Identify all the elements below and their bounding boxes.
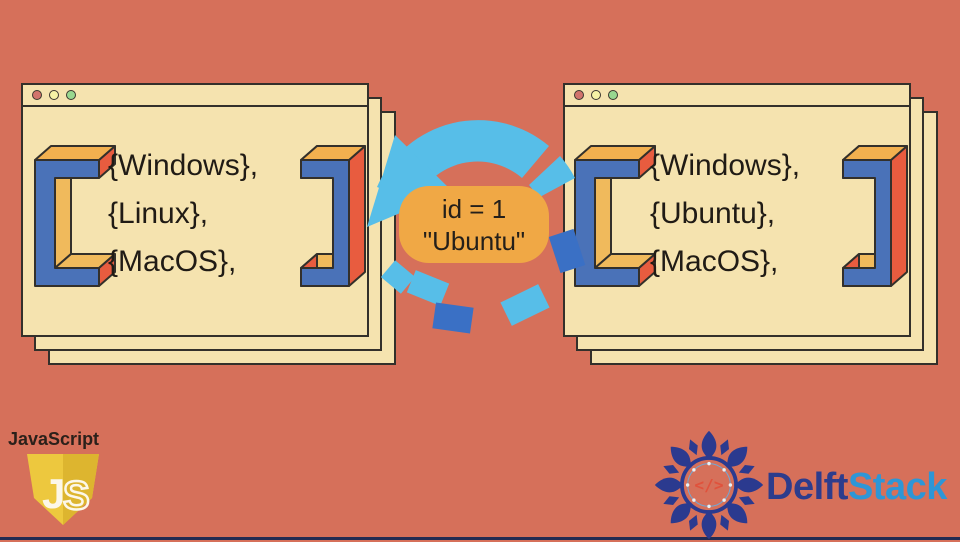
code-symbol: </> [694, 476, 723, 495]
right-window-stack: {Windows}, {Ubuntu}, {MacOS}, [563, 83, 943, 369]
badge-line-value: "Ubuntu" [422, 225, 526, 256]
code-line: {Linux}, [108, 197, 209, 230]
traffic-light-close-icon [32, 90, 42, 100]
delftstack-emblem-icon: </> [654, 430, 764, 540]
code-line: {Ubuntu}, [650, 197, 776, 230]
traffic-light-minimize-icon [49, 90, 59, 100]
code-line: {Windows}, [650, 149, 801, 182]
delftstack-name-delft: Delft [766, 466, 848, 508]
left-array-items: {Windows}, {Linux}, {MacOS}, [108, 142, 298, 286]
js-letter-j: J [42, 470, 65, 517]
bottom-border-strip [0, 537, 960, 540]
transform-badge: id = 1 "Ubuntu" [399, 186, 549, 263]
traffic-light-maximize-icon [66, 90, 76, 100]
badge-line-id: id = 1 [441, 193, 507, 224]
left-window-titlebar [23, 85, 367, 107]
refresh-arrow-icon [367, 120, 586, 334]
right-array-items: {Windows}, {Ubuntu}, {MacOS}, [650, 142, 840, 286]
delftstack-wordmark: DelftStack [766, 466, 947, 509]
array-close-bracket-icon [842, 145, 908, 287]
right-code-window: {Windows}, {Ubuntu}, {MacOS}, [563, 83, 911, 337]
javascript-logo-icon: J S [27, 454, 99, 525]
code-line: {MacOS}, [650, 245, 779, 278]
traffic-light-minimize-icon [591, 90, 601, 100]
code-line: {Windows}, [108, 149, 259, 182]
array-close-bracket-icon [300, 145, 366, 287]
js-letter-s: S [63, 474, 90, 518]
array-open-bracket-icon [34, 145, 116, 287]
array-open-bracket-icon [574, 145, 656, 287]
javascript-label: JavaScript [8, 429, 100, 449]
delftstack-name-stack: Stack [847, 466, 947, 508]
traffic-light-maximize-icon [608, 90, 618, 100]
code-line: {MacOS}, [108, 245, 237, 278]
traffic-light-close-icon [574, 90, 584, 100]
left-window-stack: {Windows}, {Linux}, {MacOS}, [21, 83, 401, 369]
left-code-window: {Windows}, {Linux}, {MacOS}, [21, 83, 369, 337]
right-window-titlebar [565, 85, 909, 107]
